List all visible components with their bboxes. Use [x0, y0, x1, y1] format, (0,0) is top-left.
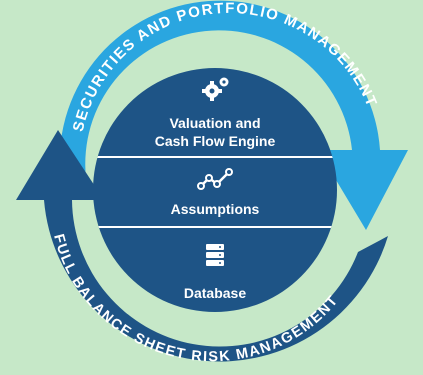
- full-balance-sheet-arrow: [16, 130, 388, 362]
- layer-valuation: Valuation and Cash Flow Engine: [155, 77, 276, 149]
- server-icon: [206, 244, 224, 266]
- securities-portfolio-arrow: [59, 0, 409, 230]
- valuation-label-line1: Valuation and: [169, 115, 260, 131]
- database-label: Database: [184, 285, 246, 301]
- core-circle: [93, 68, 337, 312]
- line-chart-icon: [197, 168, 233, 190]
- valuation-label-line2: Cash Flow Engine: [155, 133, 276, 149]
- assumptions-label: Assumptions: [171, 201, 260, 217]
- gears-icon: [202, 77, 229, 101]
- layer-assumptions: Assumptions: [171, 168, 260, 217]
- layer-database: Database: [184, 244, 246, 301]
